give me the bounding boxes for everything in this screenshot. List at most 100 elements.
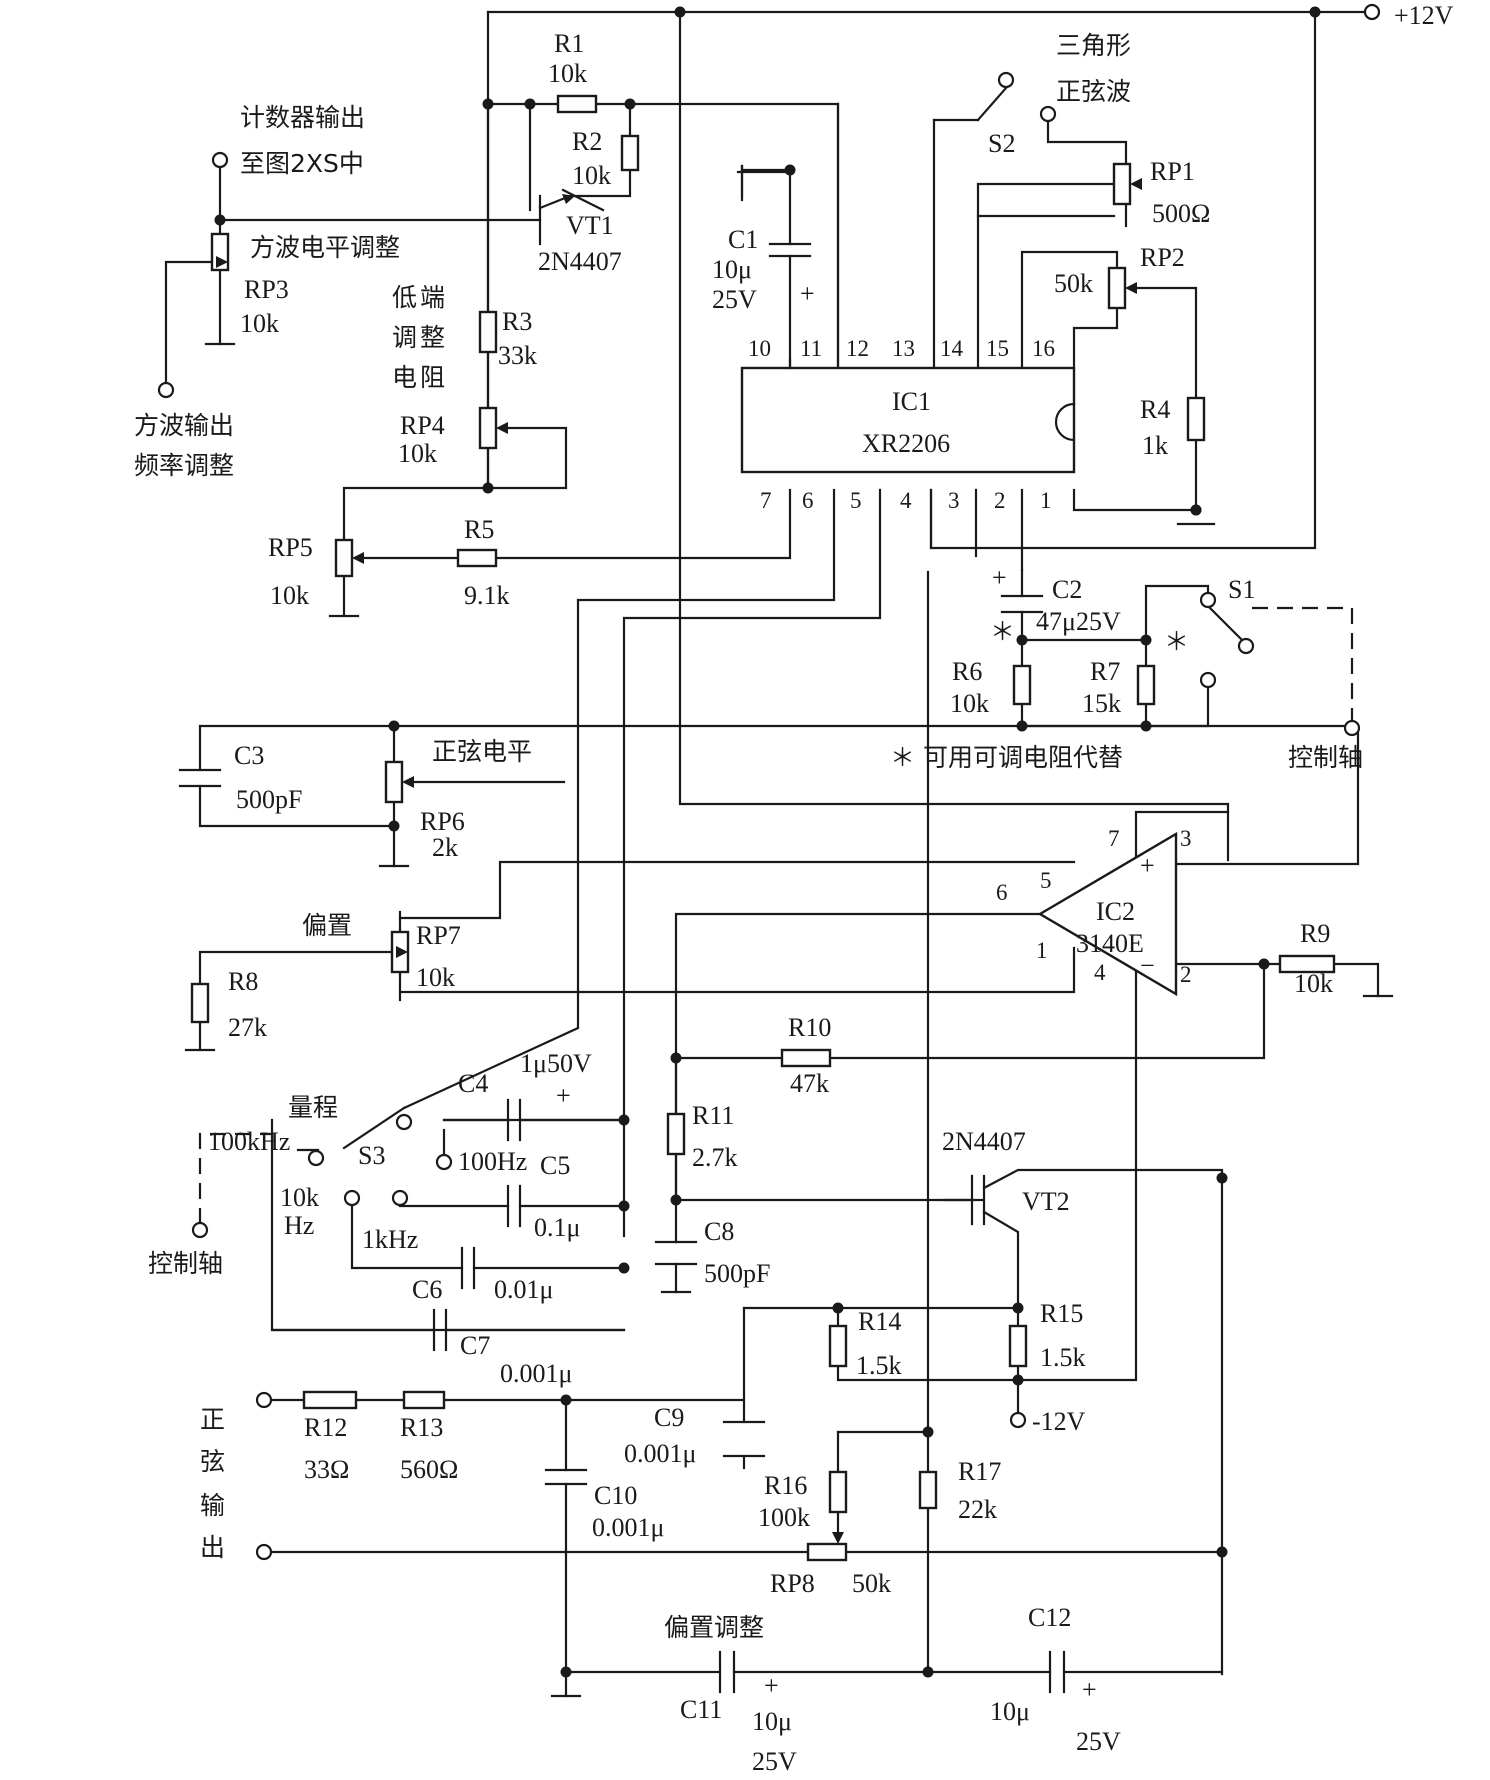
r6-name: R6: [952, 657, 982, 686]
ic1-pin-15: 15: [986, 336, 1009, 361]
c1-voltage: 25V: [712, 285, 757, 314]
bias-adjust-label: 偏置调整: [664, 1613, 764, 1642]
ic2-plus-sign: +: [1140, 851, 1155, 880]
c5-name: C5: [540, 1151, 570, 1180]
r6-body: [1012, 664, 1032, 706]
c1-name: C1: [728, 225, 758, 254]
c8-name: C8: [704, 1217, 734, 1246]
supply-neg-label: -12V: [1032, 1407, 1086, 1436]
ic1-pin-4: 4: [900, 488, 912, 513]
ic2-minus-sign: −: [1140, 951, 1155, 980]
rp2-name: RP2: [1140, 243, 1185, 272]
c8-value: 500pF: [704, 1259, 770, 1288]
low-end-label-2: 端: [420, 283, 445, 312]
c7-name: C7: [460, 1331, 490, 1360]
r15-body: [1008, 1324, 1028, 1368]
r14-value: 1.5k: [856, 1351, 902, 1380]
r7-body: [1136, 664, 1156, 706]
r1-value: 10k: [548, 59, 587, 88]
rp6-name: RP6: [420, 807, 465, 836]
r5-body: [456, 548, 498, 568]
c9-value: 0.001μ: [624, 1439, 696, 1468]
c4-value: 1μ50V: [520, 1049, 592, 1078]
rp6-value: 2k: [432, 833, 458, 862]
wires: [164, 10, 1394, 1698]
c12-value: 10μ: [990, 1697, 1030, 1726]
c3-value: 500pF: [236, 785, 302, 814]
c12-name: C12: [1028, 1603, 1071, 1632]
s1-name: S1: [1228, 575, 1255, 604]
c7-value: 0.001μ: [500, 1359, 572, 1388]
rp4-body: [478, 406, 498, 450]
low-end-label-6: 阻: [420, 363, 445, 392]
c3-name: C3: [234, 741, 264, 770]
r11-name: R11: [692, 1101, 734, 1130]
s3-name: S3: [358, 1141, 385, 1170]
rp4-value: 10k: [398, 439, 437, 468]
ic1-pin-3: 3: [948, 488, 960, 513]
r11-body: [666, 1112, 686, 1156]
r17-value: 22k: [958, 1495, 997, 1524]
r10-name: R10: [788, 1013, 831, 1042]
r2-body: [620, 134, 640, 172]
c10-name: C10: [594, 1481, 637, 1510]
r17-body: [918, 1470, 938, 1510]
ic2-part: 3140E: [1076, 929, 1144, 958]
control-shaft-label-2: 控制轴: [148, 1249, 223, 1278]
ic2-pin-4: 4: [1094, 960, 1106, 985]
junction-dots: [214, 6, 1321, 1678]
ic1-pin-7: 7: [760, 488, 772, 513]
r4-value: 1k: [1142, 431, 1168, 460]
rp8-name: RP8: [770, 1569, 815, 1598]
s3-pos-10k: 10k: [280, 1183, 319, 1212]
r9-body: [1278, 954, 1336, 974]
sine-out-label-3: 输: [200, 1491, 225, 1520]
c12-voltage: 25V: [1076, 1727, 1121, 1756]
s2-pos-sine: 正弦波: [1056, 77, 1131, 106]
resistor-bodies: [190, 94, 1336, 1514]
c2-value: 47μ25V: [1036, 607, 1121, 636]
ic1-block: [740, 358, 1076, 474]
vt2-name: VT2: [1022, 1187, 1070, 1216]
c5-value: 0.1μ: [534, 1213, 580, 1242]
r5-name: R5: [464, 515, 494, 544]
c11-name: C11: [680, 1695, 722, 1724]
r1-name: R1: [554, 29, 584, 58]
r12-name: R12: [304, 1413, 347, 1442]
c9-name: C9: [654, 1403, 684, 1432]
low-end-label-4: 整: [420, 323, 445, 352]
s3-title: 量程: [288, 1093, 338, 1122]
ic1-pin-13: 13: [892, 336, 915, 361]
sine-level-label: 正弦电平: [432, 737, 532, 766]
rp6-body: [384, 760, 404, 804]
rp2-body: [1107, 266, 1127, 310]
r2-name: R2: [572, 127, 602, 156]
sine-out-label-2: 弦: [200, 1447, 225, 1476]
rp7-name: RP7: [416, 921, 461, 950]
r11-value: 2.7k: [692, 1143, 738, 1172]
square-level-label: 方波电平调整: [250, 233, 400, 262]
r8-value: 27k: [228, 1013, 267, 1042]
ic2-pin-5: 5: [1040, 868, 1052, 893]
vt2-part: 2N4407: [942, 1127, 1026, 1156]
square-out-label-2: 频率调整: [134, 451, 234, 480]
c1-plus: +: [800, 279, 815, 308]
s3-pos-hz: Hz: [284, 1211, 314, 1240]
r4-body: [1186, 396, 1206, 442]
ic2-block: [1037, 831, 1178, 997]
star-note: ＊ 可用可调电阻代替: [890, 743, 1123, 772]
c4-plus: +: [556, 1081, 571, 1110]
ic1-pin-6: 6: [802, 488, 814, 513]
sine-out-label-4: 出: [200, 1533, 225, 1562]
ic1-pin-1: 1: [1040, 488, 1052, 513]
r16-value: 100k: [758, 1503, 810, 1532]
star-mark-1: ＊: [990, 617, 1015, 646]
text-labels: +12V -12V IC1 XR2206 10 11 12 13 14 15 1…: [134, 1, 1454, 1776]
ic2-pin-2: 2: [1180, 962, 1192, 987]
r1-body: [556, 94, 598, 114]
vt1-part: 2N4407: [538, 247, 622, 276]
r8-body: [190, 982, 210, 1024]
counter-out-label-1: 计数器输出: [240, 103, 365, 132]
r14-name: R14: [858, 1307, 901, 1336]
r12-value: 33Ω: [304, 1455, 349, 1484]
